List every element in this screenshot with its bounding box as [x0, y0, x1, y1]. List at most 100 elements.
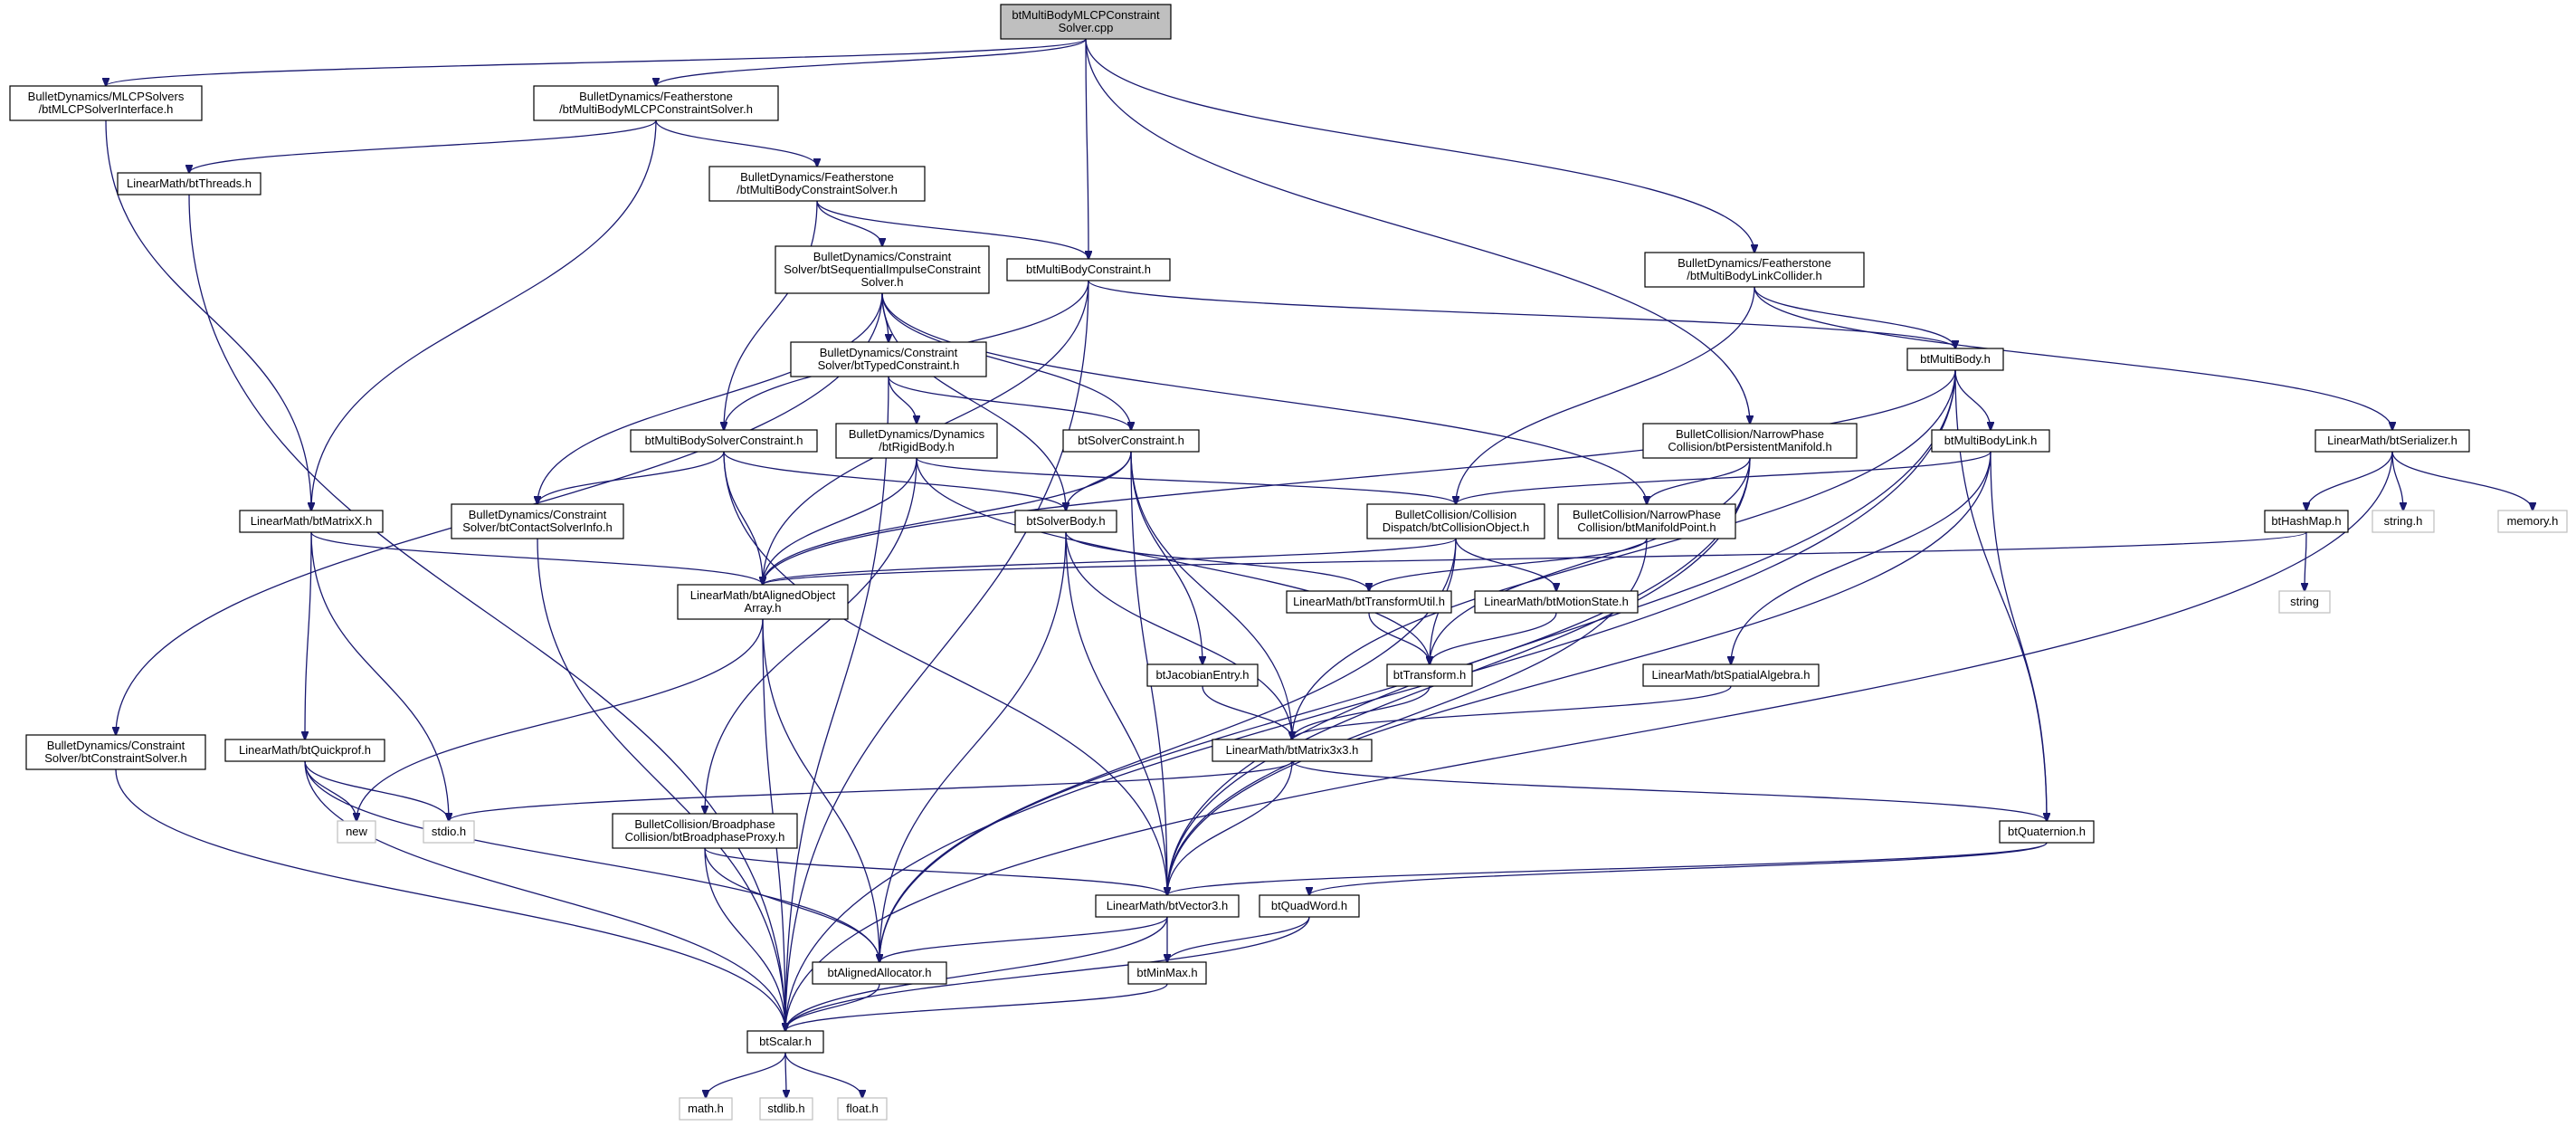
node-typed[interactable]: BulletDynamics/ConstraintSolver/btTypedC… [790, 341, 987, 377]
node-transform[interactable]: btTransform.h [1386, 663, 1473, 687]
node-rigid[interactable]: BulletDynamics/Dynamics/btRigidBody.h [835, 423, 998, 459]
node-label-linkcol-line-1: /btMultiBodyLinkCollider.h [1687, 269, 1822, 282]
node-colobj[interactable]: BulletCollision/CollisionDispatch/btColl… [1366, 503, 1545, 539]
node-scalar[interactable]: btScalar.h [746, 1030, 824, 1054]
node-fscs[interactable]: BulletDynamics/Featherstone/btMultiBodyC… [708, 166, 926, 202]
node-quadword[interactable]: btQuadWord.h [1259, 894, 1360, 918]
node-contactinfo[interactable]: BulletDynamics/ConstraintSolver/btContac… [451, 503, 624, 539]
node-linkcol[interactable]: BulletDynamics/Featherstone/btMultiBodyL… [1644, 252, 1865, 288]
node-box-vector3 [1095, 894, 1240, 918]
node-solverbody[interactable]: btSolverBody.h [1014, 510, 1117, 533]
edge-quaternion-to-quadword [1309, 842, 2048, 895]
node-quaternion[interactable]: btQuaternion.h [1999, 820, 2095, 844]
node-mlcpif[interactable]: BulletDynamics/MLCPSolvers/btMLCPSolverI… [9, 85, 203, 121]
node-hashmap[interactable]: btHashMap.h [2264, 510, 2349, 533]
node-box-transform [1386, 663, 1473, 687]
node-label-root-line-1: Solver.cpp [1059, 21, 1114, 34]
node-label-stringh-line-0: string.h [2384, 514, 2423, 528]
edge-seqimp-to-solvercon [881, 292, 1131, 430]
node-minmax[interactable]: btMinMax.h [1127, 961, 1207, 985]
node-box-serializer [2315, 429, 2470, 453]
node-label-rigid-line-0: BulletDynamics/Dynamics [849, 427, 985, 441]
node-transutil[interactable]: LinearMath/btTransformUtil.h [1286, 590, 1452, 614]
node-serializer[interactable]: LinearMath/btSerializer.h [2315, 429, 2470, 453]
edge-quickprof-to-scalar [304, 760, 785, 1031]
node-label-mlcpif-line-0: BulletDynamics/MLCPSolvers [28, 90, 185, 103]
node-label-alignedarr-line-1: Array.h [745, 601, 782, 615]
node-label-manifoldpt-line-1: Collision/btManifoldPoint.h [1577, 520, 1716, 534]
edge-mbsc-to-vector3 [723, 451, 1167, 895]
node-root[interactable]: btMultiBodyMLCPConstraintSolver.cpp [1000, 4, 1172, 40]
node-allocator[interactable]: btAlignedAllocator.h [812, 961, 947, 985]
edge-root-to-mbc [1086, 38, 1088, 259]
node-box-linkcol [1644, 252, 1865, 288]
node-constraintsolver[interactable]: BulletDynamics/ConstraintSolver/btConstr… [25, 734, 206, 770]
node-fsmlcp[interactable]: BulletDynamics/Featherstone/btMultiBodyM… [533, 85, 779, 121]
edge-scalar-to-mathh [706, 1052, 786, 1098]
node-label-colobj-line-1: Dispatch/btCollisionObject.h [1383, 520, 1530, 534]
node-label-seqimp-line-0: BulletDynamics/Constraint [813, 250, 952, 263]
edge-matrixx-to-stdioh [310, 531, 449, 821]
node-solvercon[interactable]: btSolverConstraint.h [1062, 429, 1200, 453]
node-multibody[interactable]: btMultiBody.h [1906, 348, 2004, 371]
node-box-multibody [1906, 348, 2004, 371]
node-label-stdioh-line-0: stdio.h [432, 825, 466, 838]
edge-typed-to-scalar [785, 376, 889, 1031]
edge-minmax-to-scalar [785, 983, 1168, 1031]
node-seqimp[interactable]: BulletDynamics/ConstraintSolver/btSequen… [775, 245, 990, 294]
node-box-spatial [1642, 663, 1820, 687]
node-box-fsmlcp [533, 85, 779, 121]
node-manifoldpt[interactable]: BulletCollision/NarrowPhaseCollision/btM… [1557, 503, 1736, 539]
node-box-quadword [1259, 894, 1360, 918]
edge-matrix3x3-to-stdioh [449, 760, 1293, 821]
edge-serializer-to-stringh [2391, 451, 2403, 511]
node-spatial[interactable]: LinearMath/btSpatialAlgebra.h [1642, 663, 1820, 687]
node-label-contactinfo-line-0: BulletDynamics/Constraint [469, 508, 607, 521]
edge-mbc-to-scalar [785, 280, 1089, 1031]
node-motionstate[interactable]: LinearMath/btMotionState.h [1474, 590, 1639, 614]
edge-multibody-to-mblink [1954, 369, 1991, 430]
node-label-linkcol-line-0: BulletDynamics/Featherstone [1678, 256, 1831, 270]
edge-multibody-to-vector3 [1167, 369, 1956, 895]
node-threads[interactable]: LinearMath/btThreads.h [117, 172, 261, 196]
node-quickprof[interactable]: LinearMath/btQuickprof.h [224, 739, 385, 762]
edge-linkcol-to-colobj [1456, 286, 1755, 504]
edge-constraintsolver-to-scalar [115, 768, 785, 1031]
node-stdlibh: stdlib.h [759, 1097, 813, 1121]
edge-mblink-to-spatial [1731, 451, 1991, 664]
node-box-mbsc [630, 429, 818, 453]
node-label-bpproxy-line-0: BulletCollision/Broadphase [634, 817, 775, 831]
node-box-threads [117, 172, 261, 196]
edge-fsmlcp-to-threads [189, 119, 657, 173]
edge-mblink-to-colobj [1456, 451, 1991, 504]
node-label-vector3-line-0: LinearMath/btVector3.h [1107, 899, 1228, 912]
edge-solverbody-to-matrix3x3 [1065, 531, 1292, 740]
node-box-matrix3x3 [1212, 739, 1373, 762]
node-label-solvercon-line-0: btSolverConstraint.h [1078, 434, 1184, 447]
node-bpproxy[interactable]: BulletCollision/BroadphaseCollision/btBr… [612, 813, 798, 849]
node-label-hashmap-line-0: btHashMap.h [2271, 514, 2341, 528]
node-label-jacobian-line-0: btJacobianEntry.h [1155, 668, 1249, 682]
edge-scalar-to-floath [784, 1052, 862, 1098]
node-persist[interactable]: BulletCollision/NarrowPhaseCollision/btP… [1642, 423, 1858, 459]
node-floath: float.h [837, 1097, 888, 1121]
node-label-quickprof-line-0: LinearMath/btQuickprof.h [239, 743, 371, 757]
node-mbc[interactable]: btMultiBodyConstraint.h [1006, 258, 1171, 282]
edge-matrix3x3-to-vector3 [1167, 760, 1293, 895]
node-vector3[interactable]: LinearMath/btVector3.h [1095, 894, 1240, 918]
edge-bpproxy-to-vector3 [704, 847, 1167, 895]
node-mbsc[interactable]: btMultiBodySolverConstraint.h [630, 429, 818, 453]
edge-quickprof-to-stdioh [304, 760, 449, 821]
node-label-manifoldpt-line-0: BulletCollision/NarrowPhase [1573, 508, 1721, 521]
node-matrixx[interactable]: LinearMath/btMatrixX.h [239, 510, 384, 533]
edge-rigid-to-alignedarr [763, 457, 917, 585]
node-box-stringh [2372, 510, 2435, 533]
node-mblink[interactable]: btMultiBodyLink.h [1931, 429, 2050, 453]
node-jacobian[interactable]: btJacobianEntry.h [1146, 663, 1259, 687]
node-matrix3x3[interactable]: LinearMath/btMatrix3x3.h [1212, 739, 1373, 762]
edge-rigid-to-transform [916, 457, 1430, 664]
edge-quickprof-to-new [304, 760, 356, 821]
node-new: new [337, 820, 376, 844]
